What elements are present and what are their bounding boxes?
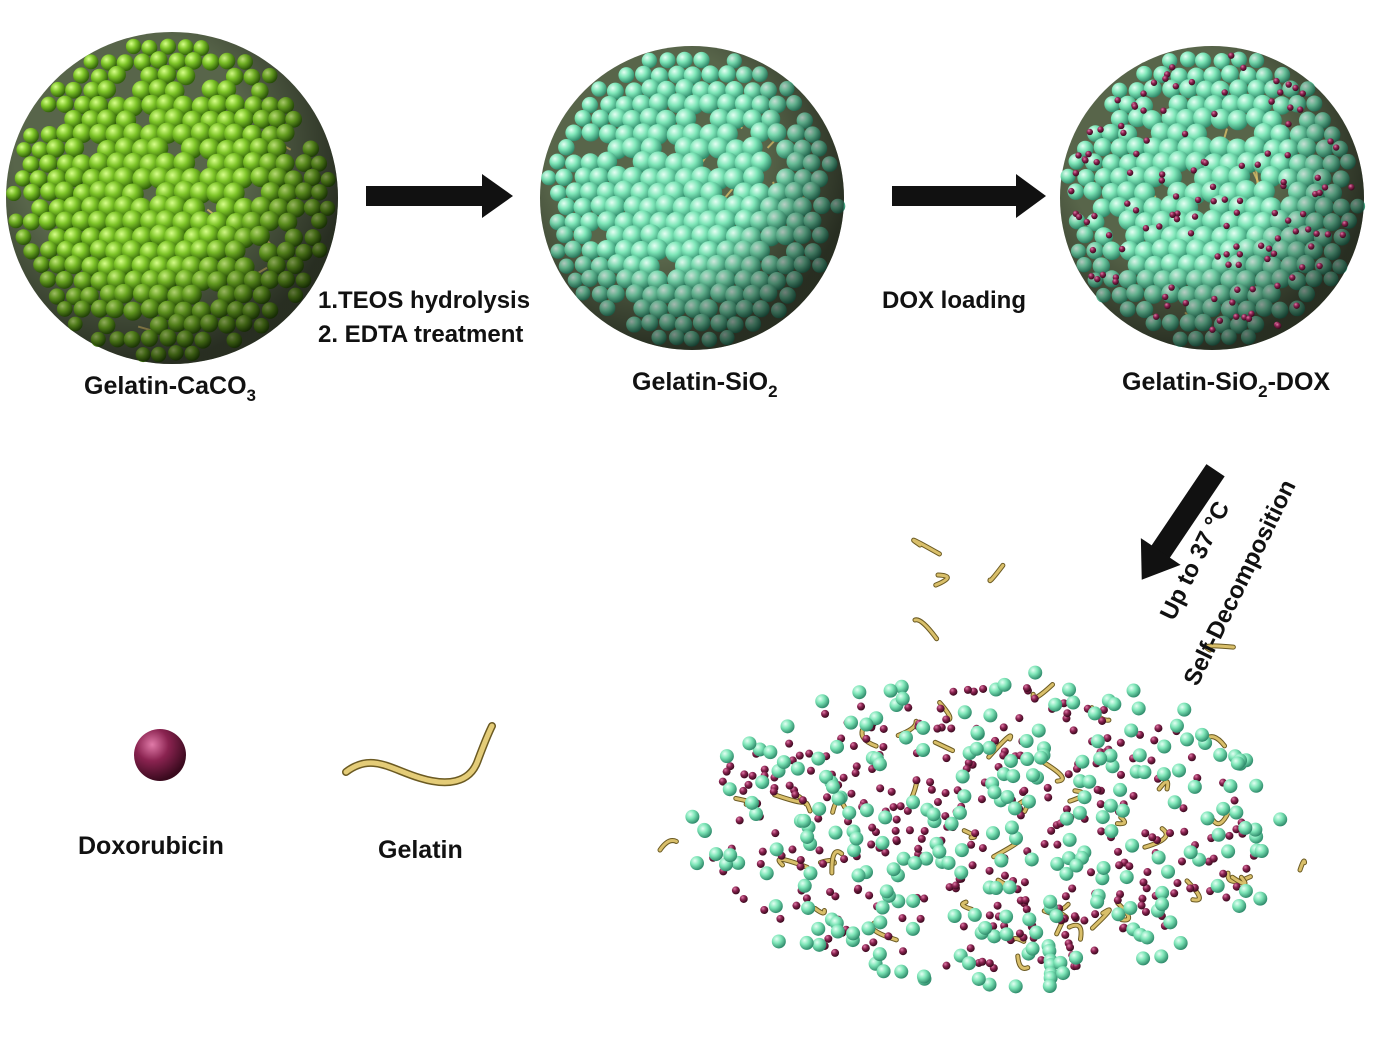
arrow-step-1 bbox=[366, 174, 513, 218]
label-gelatin-sio2: Gelatin-SiO2 bbox=[632, 368, 778, 397]
label-gelatin-caco3: Gelatin-CaCO3 bbox=[84, 372, 256, 401]
sphere-gelatin-caco3 bbox=[6, 32, 338, 364]
doxorubicin-icon bbox=[134, 729, 186, 781]
arrow-step-2 bbox=[892, 174, 1046, 218]
gelatin-strand-icon bbox=[346, 726, 492, 782]
label-gelatin-sio2-dox: Gelatin-SiO2-DOX bbox=[1122, 368, 1330, 397]
step-1-line-2: 2. EDTA treatment bbox=[318, 318, 530, 352]
legend-gelatin-label: Gelatin bbox=[378, 836, 463, 865]
step-2-label: DOX loading bbox=[882, 284, 1026, 318]
sphere-gelatin-sio2 bbox=[540, 46, 845, 350]
step-1-label: 1.TEOS hydrolysis 2. EDTA treatment bbox=[318, 284, 530, 352]
legend-doxorubicin-label: Doxorubicin bbox=[78, 832, 224, 861]
sphere-gelatin-sio2-dox bbox=[1060, 46, 1365, 350]
step-1-line-1: 1.TEOS hydrolysis bbox=[318, 284, 530, 318]
